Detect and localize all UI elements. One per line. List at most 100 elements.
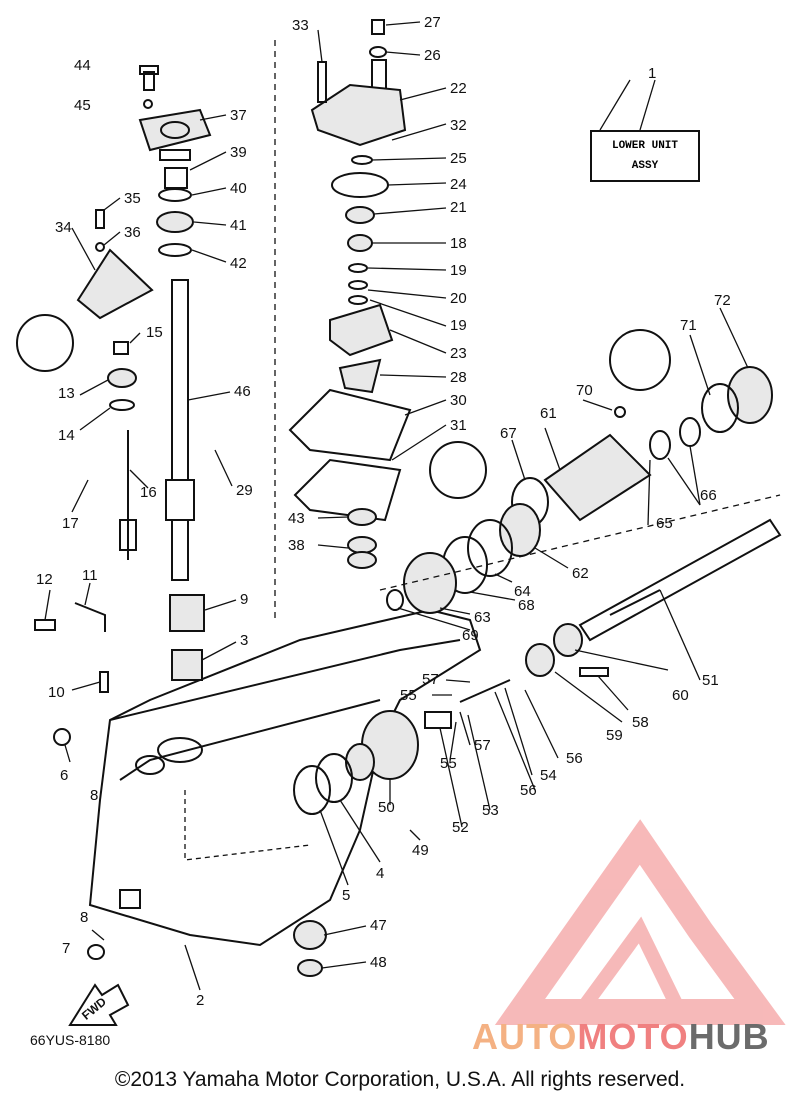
callout-70: 70	[576, 382, 593, 399]
bearing-38b	[347, 551, 377, 569]
callout-3: 3	[240, 632, 248, 649]
callout-55b: 55	[440, 755, 457, 772]
callout-24: 24	[450, 176, 467, 193]
callout-48: 48	[370, 954, 387, 971]
part-11	[74, 602, 106, 632]
callout-8b: 8	[80, 909, 88, 926]
reverse-gear-63	[403, 552, 457, 614]
callout-71: 71	[680, 317, 697, 334]
bearing-50	[345, 743, 375, 781]
callout-16: 16	[140, 484, 157, 501]
callout-57b: 57	[474, 737, 491, 754]
callout-67: 67	[500, 425, 517, 442]
callout-5: 5	[342, 887, 350, 904]
callout-34: 34	[55, 219, 72, 236]
callout-15: 15	[146, 324, 163, 341]
plunger-52	[424, 711, 452, 729]
callout-56b: 56	[520, 782, 537, 799]
inset-detail-15	[16, 314, 74, 372]
callout-49: 49	[412, 842, 429, 859]
assy-label-line1: LOWER UNIT	[611, 140, 678, 152]
callout-18: 18	[450, 235, 467, 252]
watermark-part2: MOTO	[577, 1016, 689, 1057]
screw-10	[99, 671, 109, 693]
fwd-label: FWD	[79, 994, 109, 1023]
callout-2: 2	[196, 992, 204, 1009]
callout-40: 40	[230, 180, 247, 197]
callout-41: 41	[230, 217, 247, 234]
callout-25: 25	[450, 150, 467, 167]
inset-detail-71	[609, 329, 671, 391]
callout-53: 53	[482, 802, 499, 819]
nut-48	[297, 959, 323, 977]
bolt-44	[139, 65, 159, 91]
washer-36	[95, 242, 105, 252]
callout-64: 64	[514, 583, 531, 600]
fwd-arrow-icon	[68, 983, 130, 1026]
callout-22: 22	[450, 80, 467, 97]
oil-seal-housing	[138, 108, 212, 161]
part-70	[614, 406, 626, 418]
dog-clutch-59	[525, 643, 555, 677]
callout-26: 26	[424, 47, 441, 64]
callout-12: 12	[36, 571, 53, 588]
o-ring-14	[109, 399, 135, 411]
callout-8a: 8	[90, 787, 98, 804]
callout-56a: 56	[566, 750, 583, 767]
part-15	[113, 341, 129, 355]
watermark-logo-icon	[494, 819, 786, 1025]
callout-63: 63	[474, 609, 491, 626]
bearing-38a	[347, 536, 377, 554]
callout-55a: 55	[400, 687, 417, 704]
watermark-part1: AUTO	[472, 1016, 578, 1057]
callout-31: 31	[450, 417, 467, 434]
watermark-part3: HUB	[688, 1016, 770, 1057]
callout-6: 6	[60, 767, 68, 784]
propeller-shaft	[578, 518, 782, 642]
callout-38: 38	[288, 537, 305, 554]
shim-5	[293, 765, 331, 815]
callout-50: 50	[378, 799, 395, 816]
lower-unit-assy-label: LOWER UNIT ASSY	[590, 130, 700, 182]
callout-65: 65	[656, 515, 673, 532]
plug-6	[53, 728, 71, 746]
callout-9: 9	[240, 591, 248, 608]
pinion-47	[293, 920, 327, 950]
callout-52: 52	[452, 819, 469, 836]
washer-71	[701, 383, 739, 433]
callout-66: 66	[700, 487, 717, 504]
callout-51: 51	[702, 672, 719, 689]
callout-47: 47	[370, 917, 387, 934]
callout-54: 54	[540, 767, 557, 784]
callout-68: 68	[518, 597, 535, 614]
callout-20: 20	[450, 290, 467, 307]
callout-17: 17	[62, 515, 79, 532]
bearing-65	[649, 430, 671, 460]
cover-34	[76, 248, 154, 320]
callout-21: 21	[450, 199, 467, 216]
callout-42: 42	[230, 255, 247, 272]
plug-7	[87, 944, 105, 960]
callout-23: 23	[450, 345, 467, 362]
callout-13: 13	[58, 385, 75, 402]
callout-1: 1	[648, 65, 656, 82]
callout-60: 60	[672, 687, 689, 704]
leader-lines	[44, 21, 749, 991]
phantom-line-2	[379, 494, 781, 591]
bearing-62	[499, 503, 541, 557]
callout-44: 44	[74, 57, 91, 74]
oil-seal-41	[156, 211, 194, 233]
washer-66	[679, 417, 701, 447]
callout-61: 61	[540, 405, 557, 422]
spring-54	[459, 679, 511, 703]
ring-nut-72	[727, 366, 773, 424]
drawing-code: 66YUS-8180	[30, 1032, 111, 1048]
callout-62: 62	[572, 565, 589, 582]
callout-labels: 1 2 3 4 5 6 7 8 8 9 10 11 12 13 14 15 16…	[36, 14, 731, 1009]
callout-36: 36	[124, 224, 141, 241]
callout-30: 30	[450, 392, 467, 409]
callout-45: 45	[74, 97, 91, 114]
sleeve-9	[169, 594, 205, 632]
callout-39: 39	[230, 144, 247, 161]
